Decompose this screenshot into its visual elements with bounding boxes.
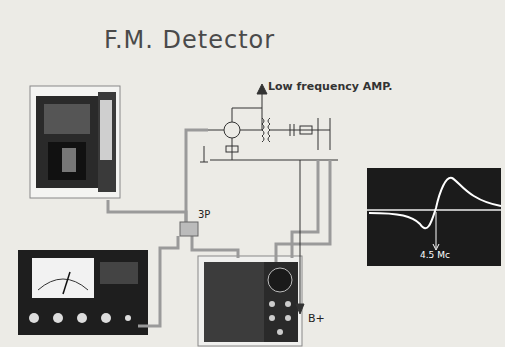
connector-3p [180, 222, 198, 236]
meter-photo [18, 250, 148, 335]
oscilloscope-photo [198, 256, 302, 346]
frequency-label: 4.5 Mc [420, 250, 450, 260]
b-plus-lead [296, 160, 304, 314]
output-label: Low frequency AMP. [268, 80, 392, 93]
generator-photo [30, 86, 120, 198]
slide-title: F.M. Detector [104, 26, 275, 54]
connector-label: 3P [198, 209, 210, 220]
scope-trace [367, 168, 501, 266]
detector-schematic [200, 84, 338, 162]
supply-label: B+ [308, 312, 325, 325]
test-cables [108, 130, 330, 326]
